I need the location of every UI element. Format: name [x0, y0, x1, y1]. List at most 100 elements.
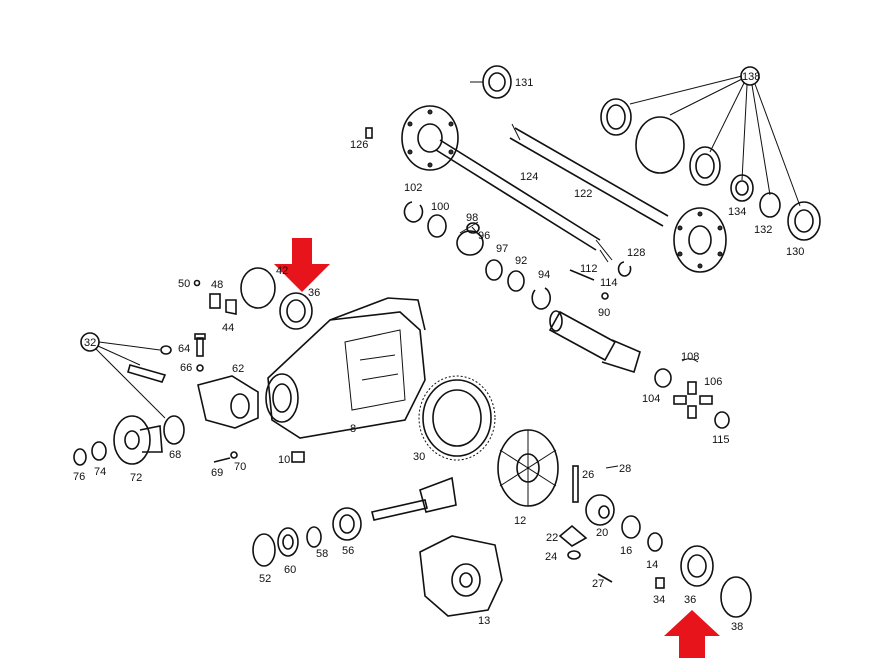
bolt-64	[194, 333, 206, 357]
seal-68	[163, 415, 185, 445]
clip-108	[681, 358, 699, 363]
label-126: 126	[350, 139, 368, 151]
spacer-58	[306, 526, 322, 548]
strap-32	[80, 332, 172, 419]
label-58: 58	[316, 548, 328, 560]
bearing-60	[277, 527, 299, 557]
pinion-shaft	[371, 476, 457, 521]
ring-97	[485, 259, 503, 281]
label-30: 30	[413, 451, 425, 463]
label-69: 69	[211, 467, 223, 479]
label-76: 76	[73, 471, 85, 483]
shim-52	[252, 533, 276, 567]
pin-27	[597, 573, 613, 583]
arrow-up-icon	[664, 610, 720, 658]
label-36-bottom: 36	[684, 594, 696, 606]
clip-128	[617, 261, 632, 277]
label-56: 56	[342, 545, 354, 557]
label-114: 114	[600, 277, 618, 289]
axle-shaft-122	[509, 123, 727, 273]
washer-92	[507, 270, 525, 292]
spider-106	[673, 381, 713, 419]
label-138: 138	[742, 71, 760, 83]
label-70: 70	[234, 461, 246, 473]
screw-69	[213, 457, 231, 463]
label-62: 62	[232, 363, 244, 375]
shim-38	[720, 576, 752, 618]
label-122: 122	[574, 188, 592, 200]
label-98: 98	[466, 212, 478, 224]
bearing-131	[470, 65, 512, 99]
washer-16	[621, 515, 641, 539]
label-68: 68	[169, 449, 181, 461]
label-44: 44	[222, 322, 234, 334]
yoke-90	[548, 310, 641, 374]
label-108: 108	[681, 351, 699, 363]
cup-104	[654, 368, 672, 388]
label-128: 128	[627, 247, 645, 259]
label-26: 26	[582, 469, 594, 481]
washer-100	[427, 214, 447, 238]
ring-gear-30	[418, 375, 496, 461]
bevel-gear-22	[558, 524, 588, 547]
label-112: 112	[580, 263, 598, 275]
label-16: 16	[620, 545, 632, 557]
label-132: 132	[754, 224, 772, 236]
carrier-12	[497, 429, 559, 507]
label-27: 27	[592, 578, 604, 590]
washer-70	[230, 451, 238, 459]
label-104: 104	[642, 393, 660, 405]
bearing-36-bottom	[680, 545, 714, 587]
bolt-34	[655, 577, 665, 589]
label-92: 92	[515, 255, 527, 267]
label-131: 131	[515, 77, 533, 89]
gasket-42	[240, 267, 276, 309]
label-52: 52	[259, 573, 271, 585]
label-36-top: 36	[308, 287, 320, 299]
label-96: 96	[478, 230, 490, 242]
side-gear-20	[585, 494, 615, 526]
washer-76	[73, 448, 87, 466]
clip-28	[605, 465, 619, 469]
label-97: 97	[496, 243, 508, 255]
label-32: 32	[84, 337, 96, 349]
label-10: 10	[278, 454, 290, 466]
cup-115	[714, 411, 730, 429]
label-124: 124	[520, 171, 538, 183]
label-100: 100	[431, 201, 449, 213]
label-12: 12	[514, 515, 526, 527]
label-24: 24	[545, 551, 557, 563]
label-106: 106	[704, 376, 722, 388]
bearing-56	[332, 507, 362, 541]
label-38: 38	[731, 621, 743, 633]
washer-66	[196, 364, 204, 372]
label-74: 74	[94, 466, 106, 478]
label-14: 14	[646, 559, 658, 571]
case-13	[419, 535, 503, 617]
circlip-94	[531, 287, 551, 310]
axle-shaft-124	[401, 105, 613, 263]
label-66: 66	[180, 362, 192, 374]
flange-72	[113, 415, 163, 465]
label-72: 72	[130, 472, 142, 484]
label-134: 134	[728, 206, 746, 218]
label-90: 90	[598, 307, 610, 319]
label-28: 28	[619, 463, 631, 475]
plug-10	[291, 451, 305, 463]
pin-126	[365, 127, 373, 139]
washer-24	[567, 550, 581, 560]
label-48: 48	[211, 279, 223, 291]
circlip-102	[403, 201, 424, 223]
bolt-112	[569, 269, 595, 281]
nut-114	[601, 292, 609, 300]
lock-plate-48	[209, 293, 221, 309]
nut-74	[91, 441, 107, 461]
label-13: 13	[478, 615, 490, 627]
label-64: 64	[178, 343, 190, 355]
needle-bearing-96	[456, 221, 484, 256]
mount-62	[197, 375, 259, 429]
label-94: 94	[538, 269, 550, 281]
arrow-down-icon	[274, 238, 330, 292]
bearing-36-top	[279, 292, 313, 330]
